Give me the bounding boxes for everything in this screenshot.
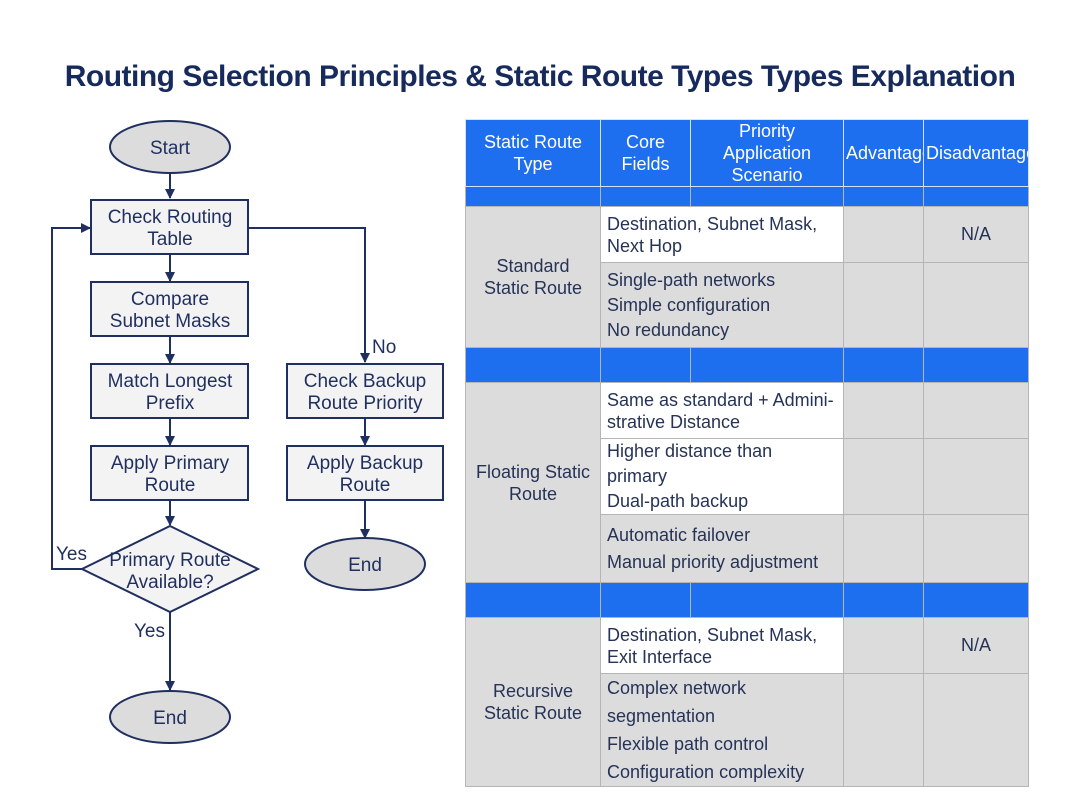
start-node bbox=[109, 120, 231, 174]
primary-available-decision bbox=[79, 524, 261, 614]
compare-line1: Compare bbox=[131, 289, 209, 310]
compare-line2: Subnet Masks bbox=[110, 311, 230, 332]
type-standard: Standard Static Route bbox=[465, 206, 601, 348]
apply-primary-route-node bbox=[90, 445, 249, 501]
table-row: Standard Static Route Destination, Subne… bbox=[465, 206, 1029, 348]
end-right-label: End bbox=[348, 555, 382, 576]
match-line2: Prefix bbox=[146, 393, 195, 414]
separator-band bbox=[465, 347, 1029, 383]
apply-backup-line2: Route bbox=[340, 475, 391, 496]
disadvantage-recursive: N/A bbox=[923, 617, 1029, 674]
type-recursive: Recursive Static Route bbox=[465, 617, 601, 787]
start-label: Start bbox=[150, 138, 191, 159]
table-row: Automatic failover Manual priority adjus… bbox=[466, 514, 1029, 583]
yes-bottom-label: Yes bbox=[134, 621, 165, 642]
table-row: Single-path networks Simple configuratio… bbox=[466, 262, 1029, 348]
apply-backup-route-node bbox=[286, 445, 444, 501]
yes-loop-label: Yes bbox=[56, 544, 87, 565]
header-advantage: Advantage bbox=[843, 119, 924, 187]
apply-backup-line1: Apply Backup bbox=[307, 453, 423, 474]
edge-yes-loop bbox=[51, 223, 91, 570]
type-floating: Floating Static Route bbox=[465, 382, 601, 583]
separator-band bbox=[465, 582, 1029, 618]
details-recursive: Complex network segmentation Flexible pa… bbox=[600, 673, 844, 787]
routing-flowchart: Start Check Routing Table Compare Subnet… bbox=[51, 120, 444, 744]
disadvantage-standard: N/A bbox=[923, 206, 1029, 263]
end-node-left bbox=[109, 690, 231, 744]
header-static-route-type: Static Route Type bbox=[465, 119, 601, 187]
table-row: Recursive Static Route Destination, Subn… bbox=[465, 617, 1029, 787]
fields-standard: Destination, Subnet Mask, Next Hop bbox=[600, 206, 844, 263]
match-line1: Match Longest bbox=[108, 371, 233, 392]
backup-line2: Route Priority bbox=[307, 393, 423, 414]
end-node-right bbox=[304, 537, 426, 591]
end-left-label: End bbox=[153, 708, 187, 729]
static-route-types-table: Static Route Type Core Fields Priority A… bbox=[465, 119, 1029, 787]
separator-band bbox=[465, 186, 1029, 207]
details-standard: Single-path networks Simple configuratio… bbox=[600, 262, 844, 348]
header-priority-scenario: Priority Application Scenario bbox=[690, 119, 844, 187]
decision-line2: Available? bbox=[126, 572, 213, 593]
fields-floating: Same as standard + Admini- strative Dist… bbox=[600, 382, 844, 439]
match-longest-prefix-node bbox=[90, 363, 249, 419]
fields-recursive: Destination, Subnet Mask, Exit Interface bbox=[600, 617, 844, 674]
table-header-row: Static Route Type Core Fields Priority A… bbox=[465, 119, 1029, 187]
table-row: Higher distance than primary Dual-path b… bbox=[466, 438, 1029, 515]
check-backup-priority-node bbox=[286, 363, 444, 419]
backup-line1: Check Backup bbox=[304, 371, 427, 392]
check-table-line2: Table bbox=[147, 229, 192, 250]
table-row: Floating Static Route Same as standard +… bbox=[465, 382, 1029, 583]
apply-primary-line2: Route bbox=[145, 475, 196, 496]
check-routing-table-node bbox=[90, 199, 249, 255]
features-floating: Automatic failover Manual priority adjus… bbox=[600, 514, 844, 583]
page-title: Routing Selection Principles & Static Ro… bbox=[64, 60, 1016, 93]
no-label: No bbox=[372, 337, 396, 358]
apply-primary-line1: Apply Primary bbox=[111, 453, 230, 474]
table-row: Complex network segmentation Flexible pa… bbox=[466, 673, 1029, 787]
header-core-fields: Core Fields bbox=[600, 119, 691, 187]
header-disadvantage: Disadvantage bbox=[923, 119, 1029, 187]
edge-no-backup bbox=[249, 227, 370, 363]
priority-floating: Higher distance than primary Dual-path b… bbox=[600, 438, 844, 515]
compare-subnet-masks-node bbox=[90, 281, 249, 337]
check-table-line1: Check Routing bbox=[108, 207, 233, 228]
decision-line1: Primary Route bbox=[109, 550, 230, 571]
